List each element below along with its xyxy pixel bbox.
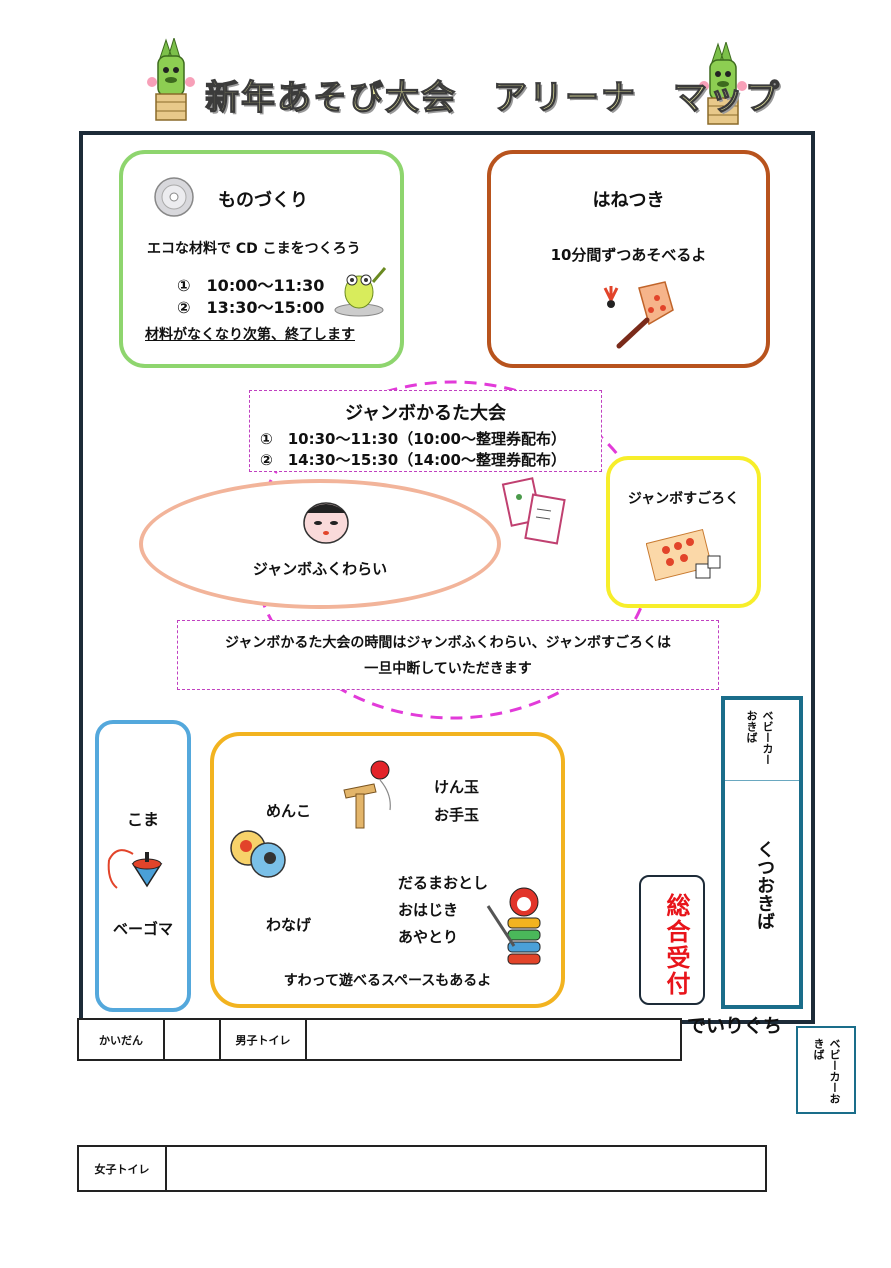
stairs-label: かいだん (79, 1020, 165, 1059)
notice-line-2: 一旦中断していただきます (364, 661, 532, 677)
stroller-outside-label: ベビーカーおきば (812, 1038, 841, 1104)
ayatori-label: あやとり (398, 928, 459, 946)
beigoma-label: ベーゴマ (112, 920, 173, 938)
monozukuri-note: 材料がなくなり次第、終了します (145, 327, 355, 343)
notice-box: ジャンボかるた大会の時間はジャンボふくわらい、ジャンボすごろくは 一旦中断してい… (177, 620, 719, 690)
monozukuri-description: エコな材料で CD こまをつくろう (147, 241, 361, 257)
spinning-top-icon (107, 849, 163, 889)
karuta-info-box: ジャンボかるた大会 ① 10:30～11:30（10:00～整理券配布） ② 1… (249, 390, 602, 472)
monozukuri-zone: ものづくり エコな材料で CD こまをつくろう ① 10:00～11:30 ② … (119, 150, 404, 368)
womens-toilet-blank (167, 1147, 765, 1190)
kendama-label: けん玉 (434, 778, 480, 796)
page-title: 新年あそび大会 アリーナ マップ (204, 77, 781, 118)
reception-label: 総合受付 (662, 893, 690, 997)
daruma-otoshi-icon (486, 887, 541, 965)
koma-label: こま (126, 810, 159, 829)
corridor-blank (307, 1020, 680, 1059)
stroller-shoes-area: ベビーカーおきば くつおきば (721, 696, 803, 1009)
stroller-area-outside: ベビーカーおきば (796, 1026, 856, 1114)
games-note: すわって遊べるスペースもあるよ (283, 973, 492, 989)
okame-face-icon (303, 502, 349, 544)
hanetsuki-heading: はねつき (592, 190, 665, 211)
reception-desk: 総合受付 (639, 875, 705, 1005)
monozukuri-session-1: ① 10:00～11:30 (177, 276, 325, 295)
karuta-session-1: ① 10:30～11:30（10:00～整理券配布） (260, 430, 566, 448)
traditional-games-zone: めんこ けん玉 お手玉 だるまおとし おはじき あやとり わなげ すわって遊べる… (210, 732, 565, 1008)
otedama-label: お手玉 (434, 806, 480, 824)
notice-line-1: ジャンボかるた大会の時間はジャンボふくわらい、ジャンボすごろくは (225, 635, 671, 651)
daruma-otoshi-label: だるまおとし (398, 874, 489, 892)
kadomatsu-mascot-left-icon (147, 38, 195, 121)
stairs-toilet-strip: かいだん 男子トイレ (77, 1018, 682, 1061)
karuta-session-2: ② 14:30～15:30（14:00～整理券配布） (260, 451, 566, 469)
koma-zone: こま ベーゴマ (95, 720, 191, 1012)
hanetsuki-zone: はねつき 10分間ずつあそべるよ (487, 150, 770, 368)
stairs-blank (165, 1020, 221, 1059)
karuta-cards-icon (501, 477, 566, 545)
fukuwarai-label: ジャンボふくわらい (252, 560, 388, 578)
stroller-label: ベビーカーおきば (745, 710, 774, 765)
monozukuri-session-2: ② 13:30～15:00 (177, 298, 325, 317)
arena-hall: ものづくり エコな材料で CD こまをつくろう ① 10:00～11:30 ② … (79, 131, 815, 1024)
karuta-heading: ジャンボかるた大会 (344, 403, 507, 424)
kadomatsu-mascot-right-icon (699, 42, 747, 125)
frog-icon (334, 267, 387, 317)
sugoroku-zone: ジャンボすごろく (606, 456, 761, 608)
kendama-icon (343, 760, 391, 829)
menko-label: めんこ (266, 802, 312, 820)
ohajiki-label: おはじき (398, 901, 459, 919)
cd-icon (154, 177, 194, 217)
hanetsuki-description: 10分間ずつあそべるよ (550, 246, 707, 264)
womens-toilet-strip: 女子トイレ (77, 1145, 767, 1192)
hagoita-icon (603, 281, 674, 349)
entrance-label: でいりぐち (687, 1015, 783, 1037)
fukuwarai-zone: ジャンボふくわらい (139, 479, 501, 609)
sugoroku-board-icon (646, 528, 721, 582)
wanage-label: わなげ (266, 916, 312, 934)
monozukuri-heading: ものづくり (218, 190, 308, 211)
mens-toilet-label: 男子トイレ (221, 1020, 307, 1059)
menko-cards-icon (230, 830, 286, 878)
sugoroku-label: ジャンボすごろく (627, 491, 740, 507)
shoes-label: くつおきば (754, 840, 775, 930)
womens-toilet-label: 女子トイレ (79, 1147, 167, 1190)
